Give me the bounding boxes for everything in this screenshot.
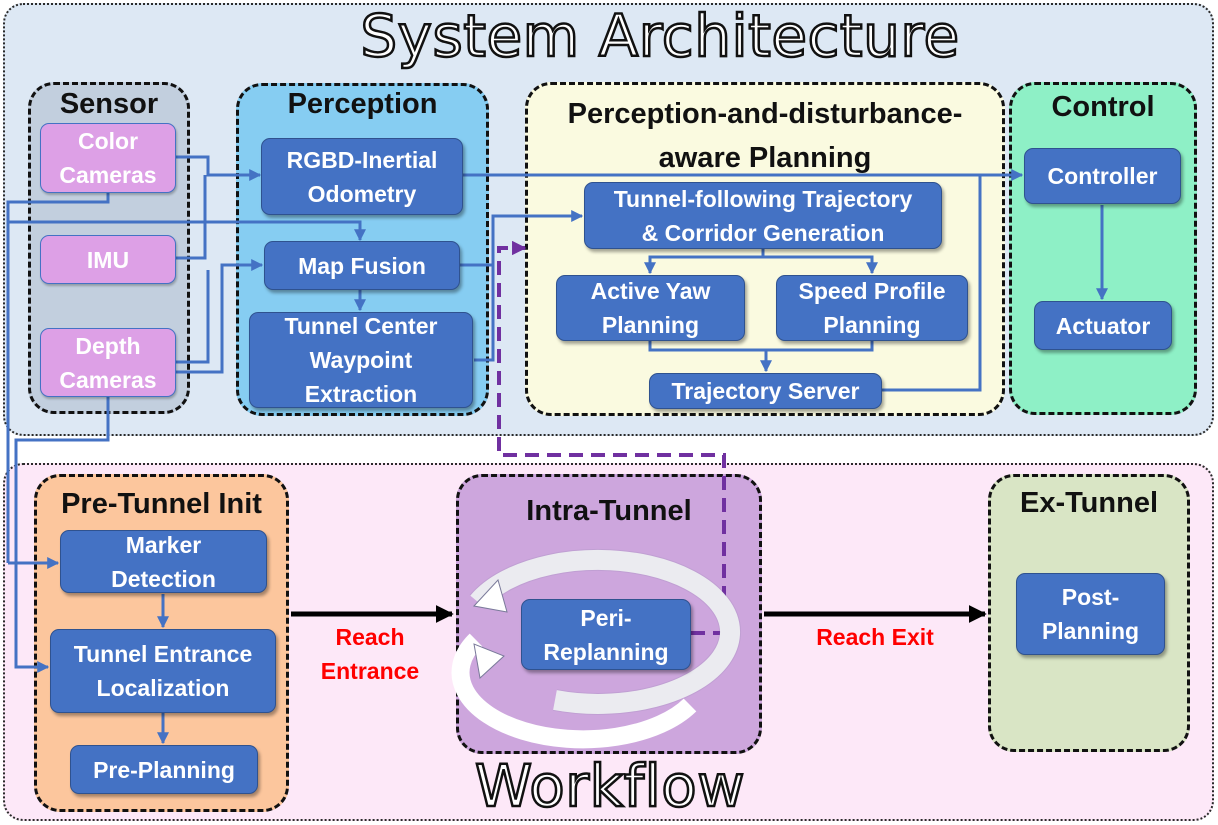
trajectory-to-speed-arrow: [763, 255, 878, 275]
sensor-title: Sensor: [59, 88, 159, 120]
post-planning-box[interactable]: Post- Planning: [1016, 573, 1165, 655]
active-yaw-planning-box[interactable]: Active Yaw Planning: [556, 275, 745, 341]
trajectory-server-box[interactable]: Trajectory Server: [649, 373, 882, 409]
color-to-marker-line: [6, 192, 110, 563]
reach-exit-label: Reach Exit: [816, 624, 934, 650]
server-to-controller-line: [882, 175, 982, 392]
color-cameras-box[interactable]: Color Cameras: [40, 123, 176, 193]
planning-title: Perception-and-disturbance-aware Plannin…: [567, 98, 963, 174]
trajectory-generation-box[interactable]: Tunnel-following Trajectory & Corridor G…: [584, 182, 942, 249]
speed-profile-planning-box[interactable]: Speed Profile Planning: [776, 275, 968, 341]
replanning-loop-icon: [451, 548, 741, 749]
imu-to-odometry-line: [176, 175, 207, 260]
waypoint-extraction-box[interactable]: Tunnel Center Waypoint Extraction: [249, 312, 473, 408]
map-fusion-box[interactable]: Map Fusion: [264, 241, 460, 290]
peri-replanning-box[interactable]: Peri- Replanning: [521, 599, 691, 670]
workflow-title: Workflow: [474, 751, 746, 822]
control-title: Control: [1051, 91, 1155, 123]
pre-tunnel-title: Pre-Tunnel Init: [61, 488, 262, 520]
perception-title: Perception: [287, 88, 438, 120]
reach-entrance-label: Reach Entrance: [320, 624, 420, 684]
actuator-box[interactable]: Actuator: [1034, 301, 1172, 350]
depth-to-mapfusion-arrow: [176, 259, 264, 374]
tunnel-entrance-localization-box[interactable]: Tunnel Entrance Localization: [50, 629, 276, 713]
waypoint-to-trajectory-arrow: [474, 210, 584, 362]
depth-to-entrance-arrow: [14, 396, 110, 673]
color-to-odometry-arrow: [176, 155, 262, 181]
rgbd-inertial-odometry-box[interactable]: RGBD-Inertial Odometry: [261, 138, 463, 215]
imu-box[interactable]: IMU: [40, 235, 176, 284]
pre-planning-box[interactable]: Pre-Planning: [70, 745, 258, 794]
trajectory-to-yaw-arrow: [644, 249, 765, 275]
yaw-speed-merge-line: [648, 340, 874, 352]
intra-tunnel-title: Intra-Tunnel: [526, 495, 692, 527]
replanning-feedback-arrow: [497, 240, 726, 635]
ex-tunnel-title: Ex-Tunnel: [1019, 487, 1159, 519]
odometry-to-mapfusion-arrow: [8, 220, 366, 242]
controller-box[interactable]: Controller: [1024, 148, 1181, 204]
marker-detection-box[interactable]: Marker Detection: [60, 530, 267, 593]
system-architecture-title: System Architecture: [359, 1, 960, 72]
depth-up-line: [176, 270, 210, 364]
depth-cameras-box[interactable]: Depth Cameras: [40, 328, 176, 397]
